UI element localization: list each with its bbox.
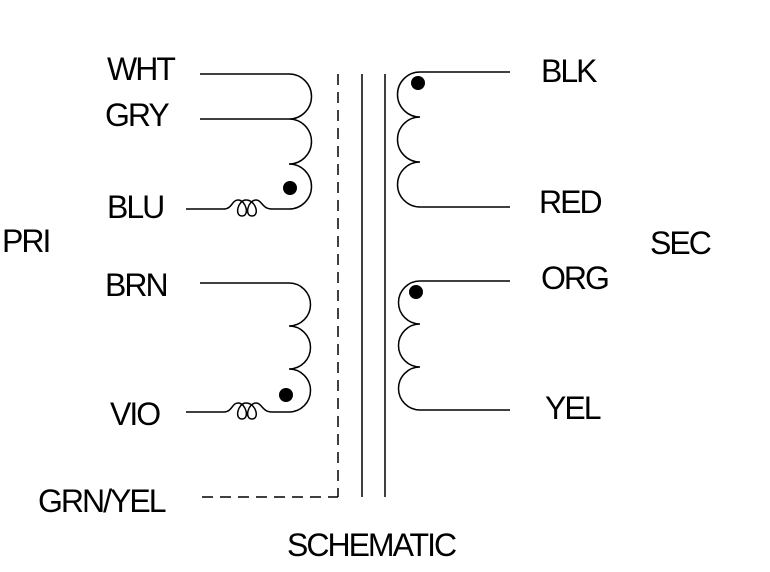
pri-label: PRI <box>2 223 49 259</box>
schematic-title: SCHEMATIC <box>287 527 456 563</box>
brn-lead-label: BRN <box>105 267 167 303</box>
primary-1-polarity-dot <box>283 181 297 195</box>
sec-label: SEC <box>650 225 711 261</box>
secondary-winding-2 <box>397 280 510 411</box>
wht-lead-label: WHT <box>107 51 175 87</box>
transformer-core <box>202 74 386 498</box>
primary-winding-2 <box>186 282 312 420</box>
blu-lead-label: BLU <box>107 189 163 225</box>
primary-2-polarity-dot <box>279 388 293 402</box>
secondary-2-polarity-dot <box>409 285 423 299</box>
gry-lead-label: GRY <box>105 97 169 133</box>
vio-lead-label: VIO <box>110 396 160 432</box>
yel-lead-label: YEL <box>545 390 601 426</box>
red-lead-label: RED <box>539 184 601 220</box>
grn-yel-lead-label: GRN/YEL <box>38 483 166 519</box>
secondary-1-polarity-dot <box>411 76 425 90</box>
secondary-winding-1 <box>396 71 510 208</box>
org-lead-label: ORG <box>541 260 608 296</box>
primary-winding-1 <box>186 73 313 217</box>
blk-lead-label: BLK <box>541 53 597 89</box>
